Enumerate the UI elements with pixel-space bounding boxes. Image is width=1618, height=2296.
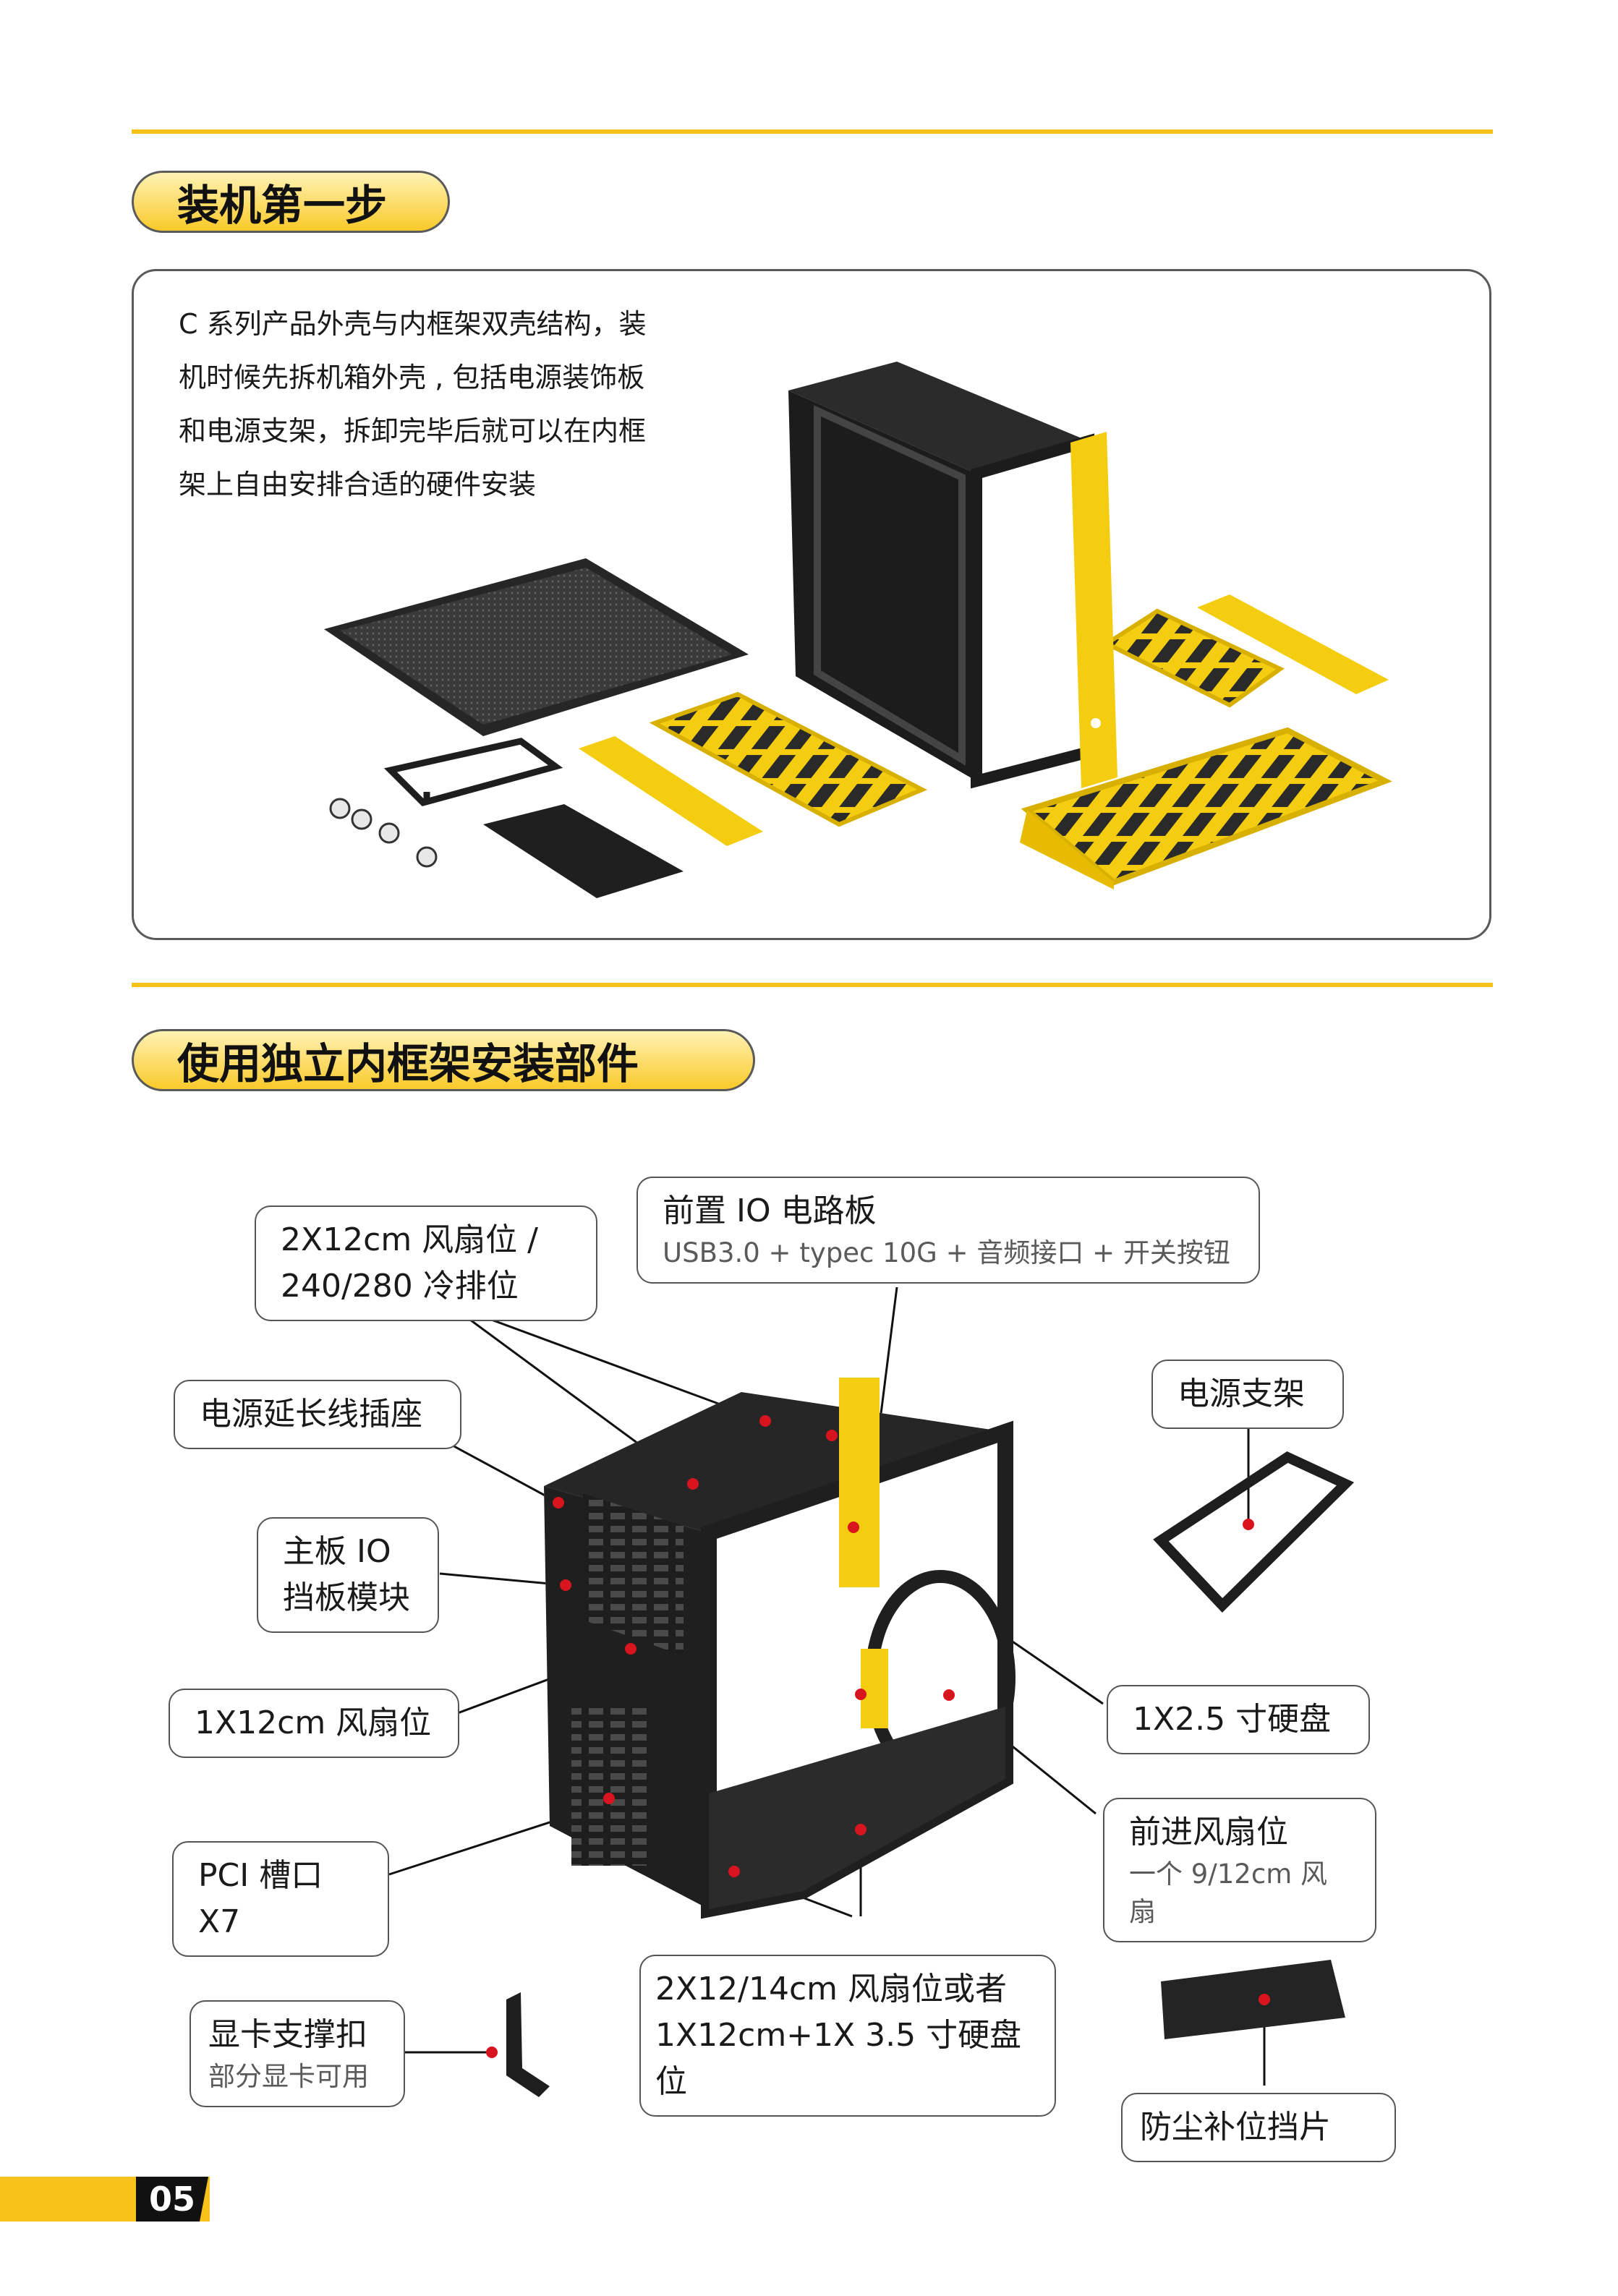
intro-line: 机时候先拆机箱外壳 , 包括电源装饰板 [179,362,645,393]
callout-front-io-title: 前置 IO 电路板 [663,1192,877,1229]
callout-io-shield: 主板 IO 挡板模块 [257,1517,439,1633]
inner-frame-render [788,362,1117,789]
small-psu-bracket [384,738,563,807]
psu-cover-panel [649,691,928,827]
yellow-strip [1197,594,1389,694]
page-number: 05 [136,2177,208,2222]
thumb-screws [329,798,438,868]
callout-rear-fan: 1X12cm 风扇位 [169,1689,459,1758]
callout-gpu-bracket-title: 显卡支撑扣 [208,2016,367,2053]
top-cover-panel [1102,608,1285,708]
callout-bottom-fan-line1: 2X12/14cm 风扇位或者 [655,1971,1007,2007]
callout-bottom-fan: 2X12/14cm 风扇位或者 1X12cm+1X 3.5 寸硬盘位 [639,1955,1056,2117]
callout-top-fan: 2X12cm 风扇位 / 240/280 冷排位 [255,1205,597,1321]
intro-line: C 系列产品外壳与内框架双壳结构，装 [179,308,647,340]
callout-ssd: 1X2.5 寸硬盘 [1107,1685,1370,1754]
inner-frame-body [544,1378,1015,1919]
psu-bracket-part [1153,1451,1355,1613]
callout-front-fan-title: 前进风扇位 [1129,1814,1288,1851]
callout-top-fan-line2: 240/280 冷排位 [281,1268,519,1305]
callout-pci-label: PCI 槽口 X7 [198,1857,323,1940]
callout-psu-bracket: 电源支架 [1151,1360,1344,1429]
callout-psu-socket-label: 电源延长线插座 [200,1396,422,1433]
callout-io-shield-line2: 挡板模块 [283,1579,410,1616]
callout-front-fan-sub: 一个 9/12cm 风扇 [1129,1858,1327,1927]
gpu-support-clip [506,1992,550,2097]
intro-line: 和电源支架，拆卸完毕后就可以在内框 [179,415,647,447]
intro-text: C 系列产品外壳与内框架双壳结构，装 机时候先拆机箱外壳 , 包括电源装饰板 和… [179,297,714,511]
side-panel [324,558,749,736]
callout-dust-cover-label: 防尘补位挡片 [1140,2109,1331,2146]
callout-ssd-label: 1X2.5 寸硬盘 [1133,1701,1332,1738]
front-cover-lip [1020,810,1114,889]
middle-divider [132,983,1493,987]
intro-line: 架上自由安排合适的硬件安装 [179,469,537,500]
front-cover-panel [1021,727,1392,886]
callout-rear-fan-label: 1X12cm 风扇位 [195,1704,432,1741]
riser-bracket [483,804,684,898]
callout-gpu-bracket-sub: 部分显卡可用 [208,2061,369,2092]
yellow-strip [579,736,763,846]
callout-front-io: 前置 IO 电路板 USB3.0 + typec 10G + 音频接口 + 开关… [636,1177,1260,1284]
callout-gpu-bracket: 显卡支撑扣 部分显卡可用 [190,2000,405,2107]
callout-front-io-sub: USB3.0 + typec 10G + 音频接口 + 开关按钮 [663,1237,1230,1268]
callout-dust-cover: 防尘补位挡片 [1121,2093,1396,2162]
callout-psu-bracket-label: 电源支架 [1178,1375,1305,1412]
dust-cover-plate [1161,1960,1345,2039]
top-divider [132,129,1493,134]
callout-pci: PCI 槽口 X7 [172,1841,389,1957]
section1-title: 装机第一步 [132,171,450,233]
marker-dots [486,1415,1270,2058]
page-number-tab: 05 [0,2177,210,2222]
callout-io-shield-line1: 主板 IO [283,1533,391,1570]
callout-top-fan-line1: 2X12cm 风扇位 / [281,1221,538,1258]
exploded-view-illustration [324,362,1392,898]
callout-front-fan: 前进风扇位 一个 9/12cm 风扇 [1103,1798,1376,1942]
callout-bottom-fan-line2: 1X12cm+1X 3.5 寸硬盘位 [655,2017,1022,2100]
section2-title: 使用独立内框架安装部件 [132,1029,755,1091]
callout-psu-socket: 电源延长线插座 [174,1380,461,1449]
